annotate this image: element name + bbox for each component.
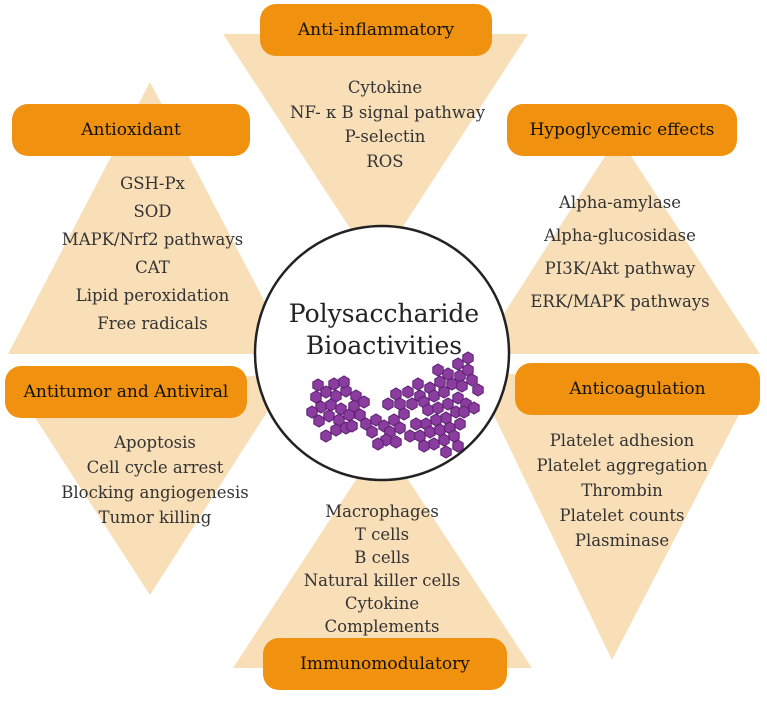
molecule-ring bbox=[404, 429, 416, 443]
list-item: Alpha-glucosidase bbox=[544, 226, 696, 245]
antioxidant-list: GSH-Px SOD MAPK/Nrf2 pathways CAT Lipid … bbox=[60, 170, 245, 338]
molecule-ring bbox=[366, 425, 378, 439]
panel-antitumor bbox=[8, 376, 290, 595]
list-item: T cells bbox=[354, 525, 410, 544]
molecule-ring bbox=[432, 401, 444, 415]
molecule-ring bbox=[394, 421, 406, 435]
polysaccharide-molecule-icon bbox=[306, 351, 484, 459]
list-item: Complements bbox=[324, 617, 440, 636]
center-title-line2: Bioactivities bbox=[305, 331, 463, 360]
list-item: NF- κ B signal pathway bbox=[290, 102, 486, 122]
molecule-ring bbox=[310, 390, 322, 404]
list-item: Platelet aggregation bbox=[536, 456, 708, 475]
list-item: Macrophages bbox=[325, 502, 439, 521]
immunomodulatory-title: Immunomodulatory bbox=[263, 638, 507, 690]
molecule-ring bbox=[440, 445, 452, 459]
molecule-ring bbox=[432, 363, 444, 377]
molecule-ring bbox=[398, 407, 410, 421]
list-item: B cells bbox=[354, 548, 410, 567]
molecule-ring bbox=[468, 401, 480, 415]
molecule-ring bbox=[438, 385, 450, 399]
molecule-ring bbox=[354, 408, 366, 422]
anticoagulation-list: Platelet adhesion Platelet aggregation T… bbox=[532, 428, 712, 553]
list-item: Plasminase bbox=[574, 531, 670, 550]
panel-immunomodulatory bbox=[233, 440, 532, 668]
anti-inflammatory-title: Anti-inflammatory bbox=[260, 4, 492, 56]
molecule-ring bbox=[346, 419, 358, 433]
molecule-ring bbox=[424, 425, 436, 439]
antitumor-antiviral-title: Antitumor and Antiviral bbox=[5, 366, 247, 418]
panel-anti-inflammatory bbox=[223, 34, 528, 268]
list-item: ERK/MAPK pathways bbox=[530, 292, 710, 311]
molecule-ring bbox=[313, 414, 325, 428]
list-item: ROS bbox=[366, 151, 404, 171]
center-title: Polysaccharide Bioactivities bbox=[255, 298, 513, 362]
molecule-ring bbox=[358, 395, 370, 409]
molecule-ring bbox=[422, 403, 434, 417]
molecule-ring bbox=[394, 397, 406, 411]
immunomodulatory-list: Macrophages T cells B cells Natural kill… bbox=[292, 500, 472, 638]
list-item: Free radicals bbox=[97, 314, 208, 333]
list-item: Tumor killing bbox=[98, 508, 212, 527]
list-item: Lipid peroxidation bbox=[75, 286, 230, 305]
list-item: GSH-Px bbox=[120, 174, 185, 193]
molecule-ring bbox=[328, 377, 340, 391]
list-item: PI3K/Akt pathway bbox=[544, 259, 696, 278]
list-item: Apoptosis bbox=[114, 433, 196, 452]
molecule-ring bbox=[312, 378, 324, 392]
anticoagulation-title: Anticoagulation bbox=[515, 363, 760, 415]
molecule-ring bbox=[428, 437, 440, 451]
hypoglycemic-list: Alpha-amylase Alpha-glucosidase PI3K/Akt… bbox=[515, 186, 725, 318]
antitumor-antiviral-list: Apoptosis Cell cycle arrest Blocking ang… bbox=[60, 430, 250, 530]
molecule-ring bbox=[466, 373, 478, 387]
antioxidant-title: Antioxidant bbox=[12, 104, 250, 156]
molecule-ring bbox=[320, 429, 332, 443]
molecule-ring bbox=[325, 398, 337, 412]
list-item: Natural killer cells bbox=[303, 571, 461, 590]
molecule-ring bbox=[438, 433, 450, 447]
molecule-ring bbox=[390, 435, 402, 449]
molecule-ring bbox=[410, 417, 422, 431]
list-item: Cytokine bbox=[344, 594, 420, 613]
molecule-ring bbox=[372, 437, 384, 451]
list-item: CAT bbox=[135, 258, 170, 277]
list-item: Cytokine bbox=[347, 78, 423, 97]
molecule-ring bbox=[458, 405, 470, 419]
molecule-ring bbox=[338, 375, 350, 389]
molecule-ring bbox=[390, 387, 402, 401]
molecule-ring bbox=[306, 405, 318, 419]
list-item: P-selectin bbox=[344, 127, 426, 146]
molecule-ring bbox=[452, 439, 464, 453]
molecule-ring bbox=[382, 397, 394, 411]
panel-antioxidant bbox=[8, 82, 292, 354]
list-item: Platelet adhesion bbox=[549, 431, 695, 450]
molecule-ring bbox=[462, 351, 474, 365]
list-item: Cell cycle arrest bbox=[86, 458, 224, 477]
molecule-ring bbox=[406, 397, 418, 411]
list-item: Blocking angiogenesis bbox=[61, 483, 249, 502]
panel-anticoagulation bbox=[474, 374, 760, 660]
molecule-ring bbox=[428, 389, 440, 403]
molecule-ring bbox=[418, 439, 430, 453]
molecule-ring bbox=[412, 377, 424, 391]
list-item: Alpha-amylase bbox=[559, 193, 681, 212]
anti-inflammatory-list: Cytokine NF- κ B signal pathway P-select… bbox=[290, 76, 486, 174]
list-item: Thrombin bbox=[581, 481, 663, 500]
molecule-ring bbox=[472, 383, 484, 397]
molecule-ring bbox=[454, 417, 466, 431]
molecule-ring bbox=[402, 385, 414, 399]
molecule-ring bbox=[442, 367, 454, 381]
molecule-ring bbox=[446, 377, 458, 391]
center-title-line1: Polysaccharide bbox=[288, 299, 480, 328]
molecule-ring bbox=[323, 409, 335, 423]
list-item: Platelet counts bbox=[559, 506, 685, 525]
list-item: MAPK/Nrf2 pathways bbox=[61, 230, 244, 249]
panel-hypoglycemic bbox=[478, 136, 760, 354]
molecule-ring bbox=[456, 379, 468, 393]
list-item: SOD bbox=[133, 202, 172, 221]
hypoglycemic-title: Hypoglycemic effects bbox=[507, 104, 737, 156]
molecule-ring bbox=[330, 423, 342, 437]
